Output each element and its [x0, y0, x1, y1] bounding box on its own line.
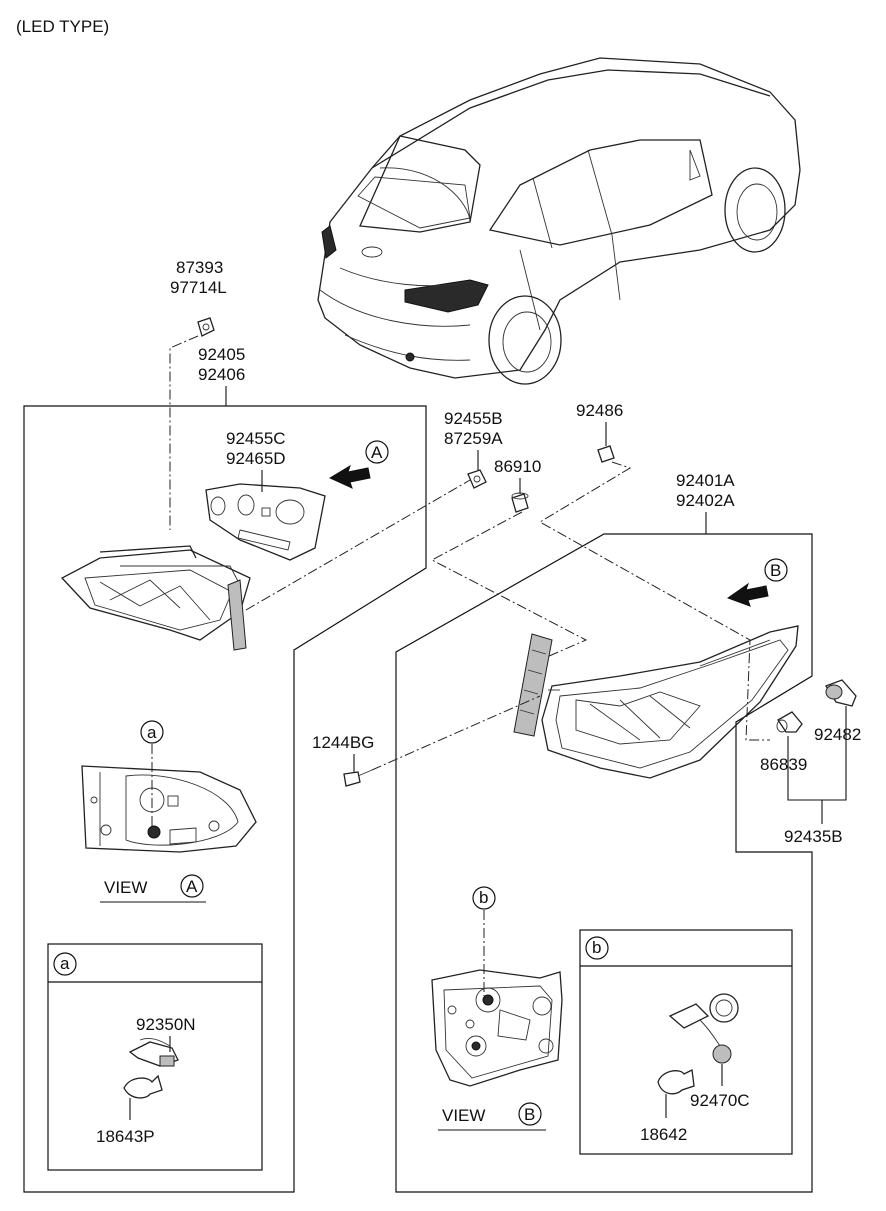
arrow-a-icon — [328, 464, 371, 489]
gasket-strip — [513, 633, 553, 737]
inner-lamp-assembly-frame — [23, 405, 427, 1193]
part-92455C: 92455C — [226, 429, 286, 448]
socket-icon — [668, 993, 739, 1064]
part-92405: 92405 — [198, 345, 245, 364]
part-92402A: 92402A — [676, 491, 735, 510]
view-a-label: VIEW — [104, 878, 147, 897]
part-92486: 92486 — [576, 401, 623, 420]
detail-box-b — [579, 929, 793, 1155]
socket-icon — [825, 679, 857, 707]
view-b-letter: B — [524, 1105, 535, 1124]
inner-lamp-back-view — [81, 765, 257, 853]
nut-icon — [597, 445, 615, 463]
detail-b-marker: b — [592, 938, 601, 957]
part-92482: 92482 — [814, 725, 861, 744]
part-18643P: 18643P — [96, 1127, 155, 1146]
part-92455B: 92455B — [444, 409, 503, 428]
bulb-icon — [776, 711, 803, 733]
outer-lamp-assembly-frame — [395, 533, 813, 1193]
marker-a-view-detail: a — [147, 723, 157, 742]
part-92401A: 92401A — [676, 471, 735, 490]
part-87393: 87393 — [176, 258, 223, 277]
clip-icon — [511, 492, 529, 513]
bulb-icon — [657, 1069, 695, 1095]
detail-a-marker: a — [60, 954, 70, 973]
outer-lamp-back-view — [431, 969, 563, 1087]
vehicle-illustration — [317, 57, 801, 385]
arrow-b-icon — [726, 582, 769, 607]
inner-lamp-illustration — [60, 545, 251, 651]
nut-icon — [467, 469, 487, 489]
part-86839: 86839 — [760, 755, 807, 774]
screw-icon — [343, 769, 373, 787]
view-a-letter: A — [186, 877, 198, 896]
part-86910: 86910 — [494, 457, 541, 476]
part-92470C: 92470C — [690, 1091, 750, 1110]
part-92406: 92406 — [198, 365, 245, 384]
part-97714L: 97714L — [170, 278, 227, 297]
marker-a-upper: A — [371, 443, 383, 462]
part-87259A: 87259A — [444, 429, 503, 448]
detail-box-a — [47, 943, 263, 1171]
part-18642: 18642 — [640, 1125, 687, 1144]
marker-b-view-detail: b — [479, 888, 488, 907]
part-92350N: 92350N — [136, 1015, 196, 1034]
header-title: (LED TYPE) — [16, 17, 109, 36]
outer-lamp-illustration — [541, 625, 799, 779]
marker-b-upper: B — [770, 561, 781, 580]
part-1244BG: 1244BG — [312, 733, 374, 752]
part-92465D: 92465D — [226, 449, 286, 468]
nut-icon — [197, 317, 215, 337]
gasket-plate — [205, 483, 326, 561]
view-b-label: VIEW — [442, 1106, 485, 1125]
socket-icon — [128, 1037, 179, 1067]
bulb-icon — [123, 1074, 163, 1099]
part-92435B: 92435B — [784, 827, 843, 846]
